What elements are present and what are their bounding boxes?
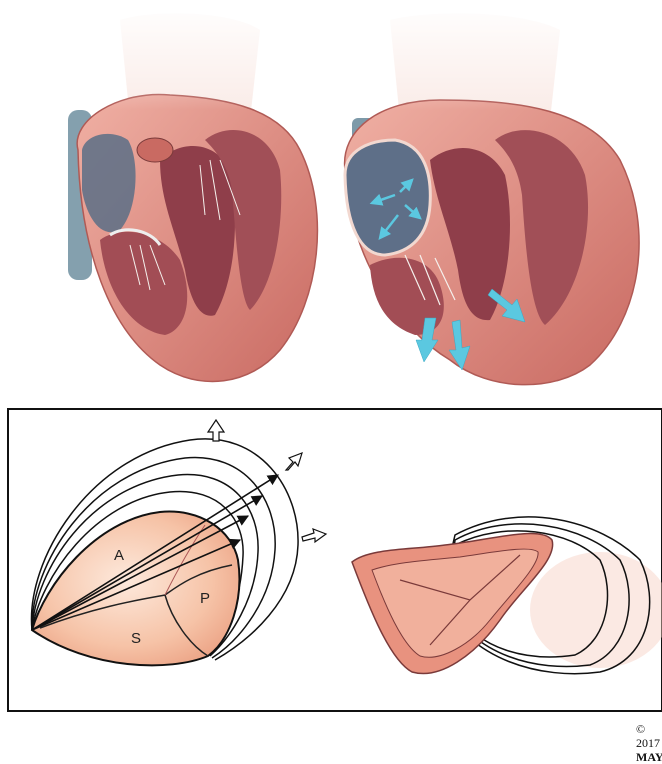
organization-name: MAYC	[636, 750, 662, 764]
copyright-notice: © 2017 MAYC	[636, 722, 662, 764]
normal-heart-illustration	[60, 0, 320, 381]
leaflet-label-posterior: P	[200, 590, 210, 607]
leaflet-label-anterior: A	[114, 547, 124, 564]
copyright-year: © 2017	[636, 722, 660, 750]
annulus-top-view-diagram: A P S	[31, 420, 326, 665]
dilation-arrow-diagonal	[286, 453, 302, 470]
dilation-arrow-up	[208, 420, 224, 441]
regurgitant-heart-illustration	[340, 0, 640, 385]
leaflet-label-septal: S	[131, 630, 141, 647]
dilation-arrow-right	[302, 529, 326, 542]
annulus-3d-diagram	[352, 517, 662, 674]
